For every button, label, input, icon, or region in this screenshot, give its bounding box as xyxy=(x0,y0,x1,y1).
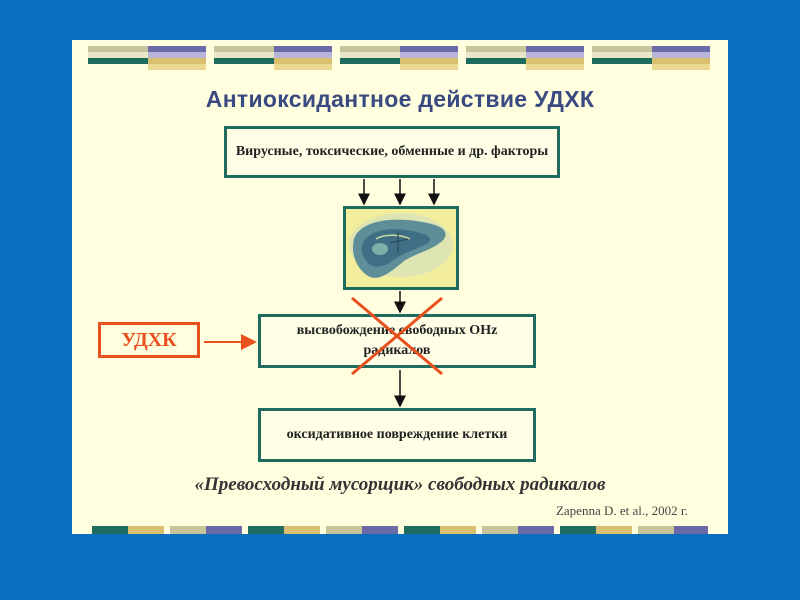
bottom-decoration xyxy=(92,526,708,534)
cross-mark-icon xyxy=(351,296,443,376)
damage-text: оксидативное повреждение клетки xyxy=(286,427,508,442)
slide: Антиоксидантное действие УДХК Вирусные, … xyxy=(72,40,728,534)
drug-box: УДХК xyxy=(98,322,200,358)
top-decoration xyxy=(88,46,710,70)
factors-box: Вирусные, токсические, обменные и др. фа… xyxy=(224,126,560,178)
flow-arrows xyxy=(204,179,443,408)
drug-label: УДХК xyxy=(121,328,177,351)
damage-box: оксидативное повреждение клетки xyxy=(258,408,536,462)
release-box: высвобождение свободных OHz радикалов xyxy=(258,314,536,368)
liver-image xyxy=(343,206,459,290)
quote-text: «Превосходный мусорщик» свободных радика… xyxy=(194,474,606,495)
slide-title: Антиоксидантное действие УДХК xyxy=(205,86,595,112)
citation-text: Zapenna D. et al., 2002 г. xyxy=(555,503,688,518)
release-text: высвобождение свободных OHz радикалов xyxy=(296,323,498,358)
factors-text: Вирусные, токсические, обменные и др. фа… xyxy=(235,144,549,159)
